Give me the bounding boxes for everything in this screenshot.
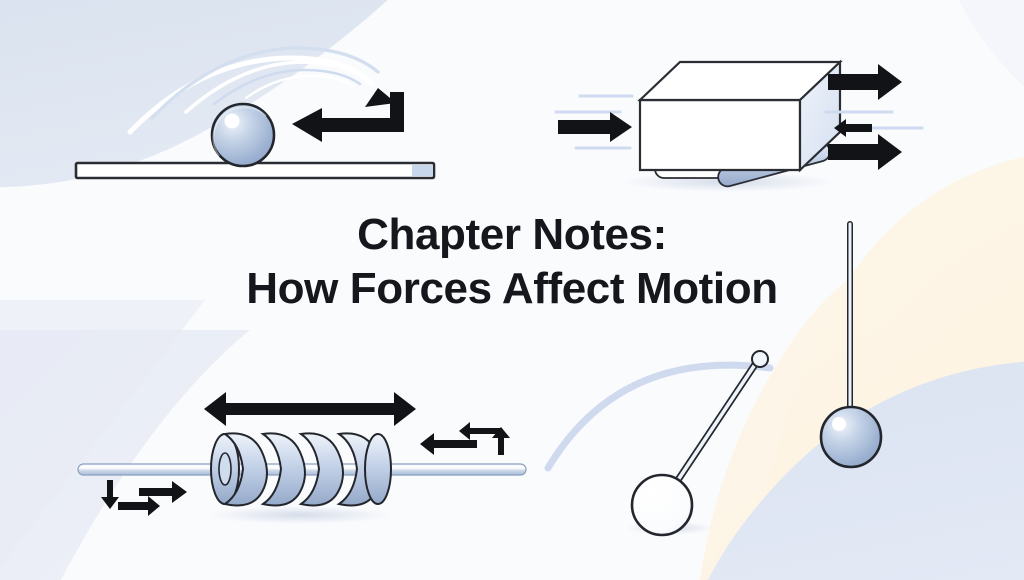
weight-arrow-down [101, 480, 119, 509]
pendulum-vertical [819, 221, 883, 469]
applied-force-arrow [558, 112, 632, 142]
oscillation-arrow [204, 392, 416, 426]
push-arrow-small [118, 496, 160, 516]
illustration-pushed-box [554, 59, 924, 192]
direction-triangle [365, 88, 396, 107]
motion-arrow-lower [828, 134, 902, 170]
ground-shadow [208, 506, 392, 524]
pendulum-vertical-bob [819, 405, 883, 469]
pendulum-pivot-knob [751, 350, 769, 368]
illustration-rolling-ball [74, 46, 436, 180]
background-corner-top-right [958, 0, 1024, 87]
background-wedge-bottom-left-2 [0, 300, 205, 568]
illustration-coil-spring [77, 392, 527, 524]
pendulum-vertical-bob-highlight [832, 417, 846, 431]
illustration-pendulums [544, 221, 883, 537]
motion-arrow-upper [828, 64, 902, 100]
normal-arrow-up [492, 427, 510, 455]
force-arrow-left [292, 92, 404, 142]
pendulum-tilted-bob [630, 473, 694, 537]
restoring-arrow-large [420, 433, 477, 455]
helical-spring [210, 432, 392, 507]
pendulum-tilted [626, 350, 769, 537]
surface-bar [74, 161, 436, 180]
cube-box [637, 59, 843, 173]
reaction-arrow-small [834, 119, 872, 137]
cube-front-face [638, 98, 802, 172]
push-arrow-large [139, 481, 187, 503]
pendulum-tilted-rod [662, 356, 762, 502]
swing-arc-trace [544, 361, 774, 472]
restoring-arrow-small [459, 422, 502, 440]
background-blob-bottom-right [707, 361, 1024, 580]
speed-lines-left [554, 94, 634, 150]
sphere-ball [210, 102, 276, 168]
motion-streaks [127, 46, 380, 135]
